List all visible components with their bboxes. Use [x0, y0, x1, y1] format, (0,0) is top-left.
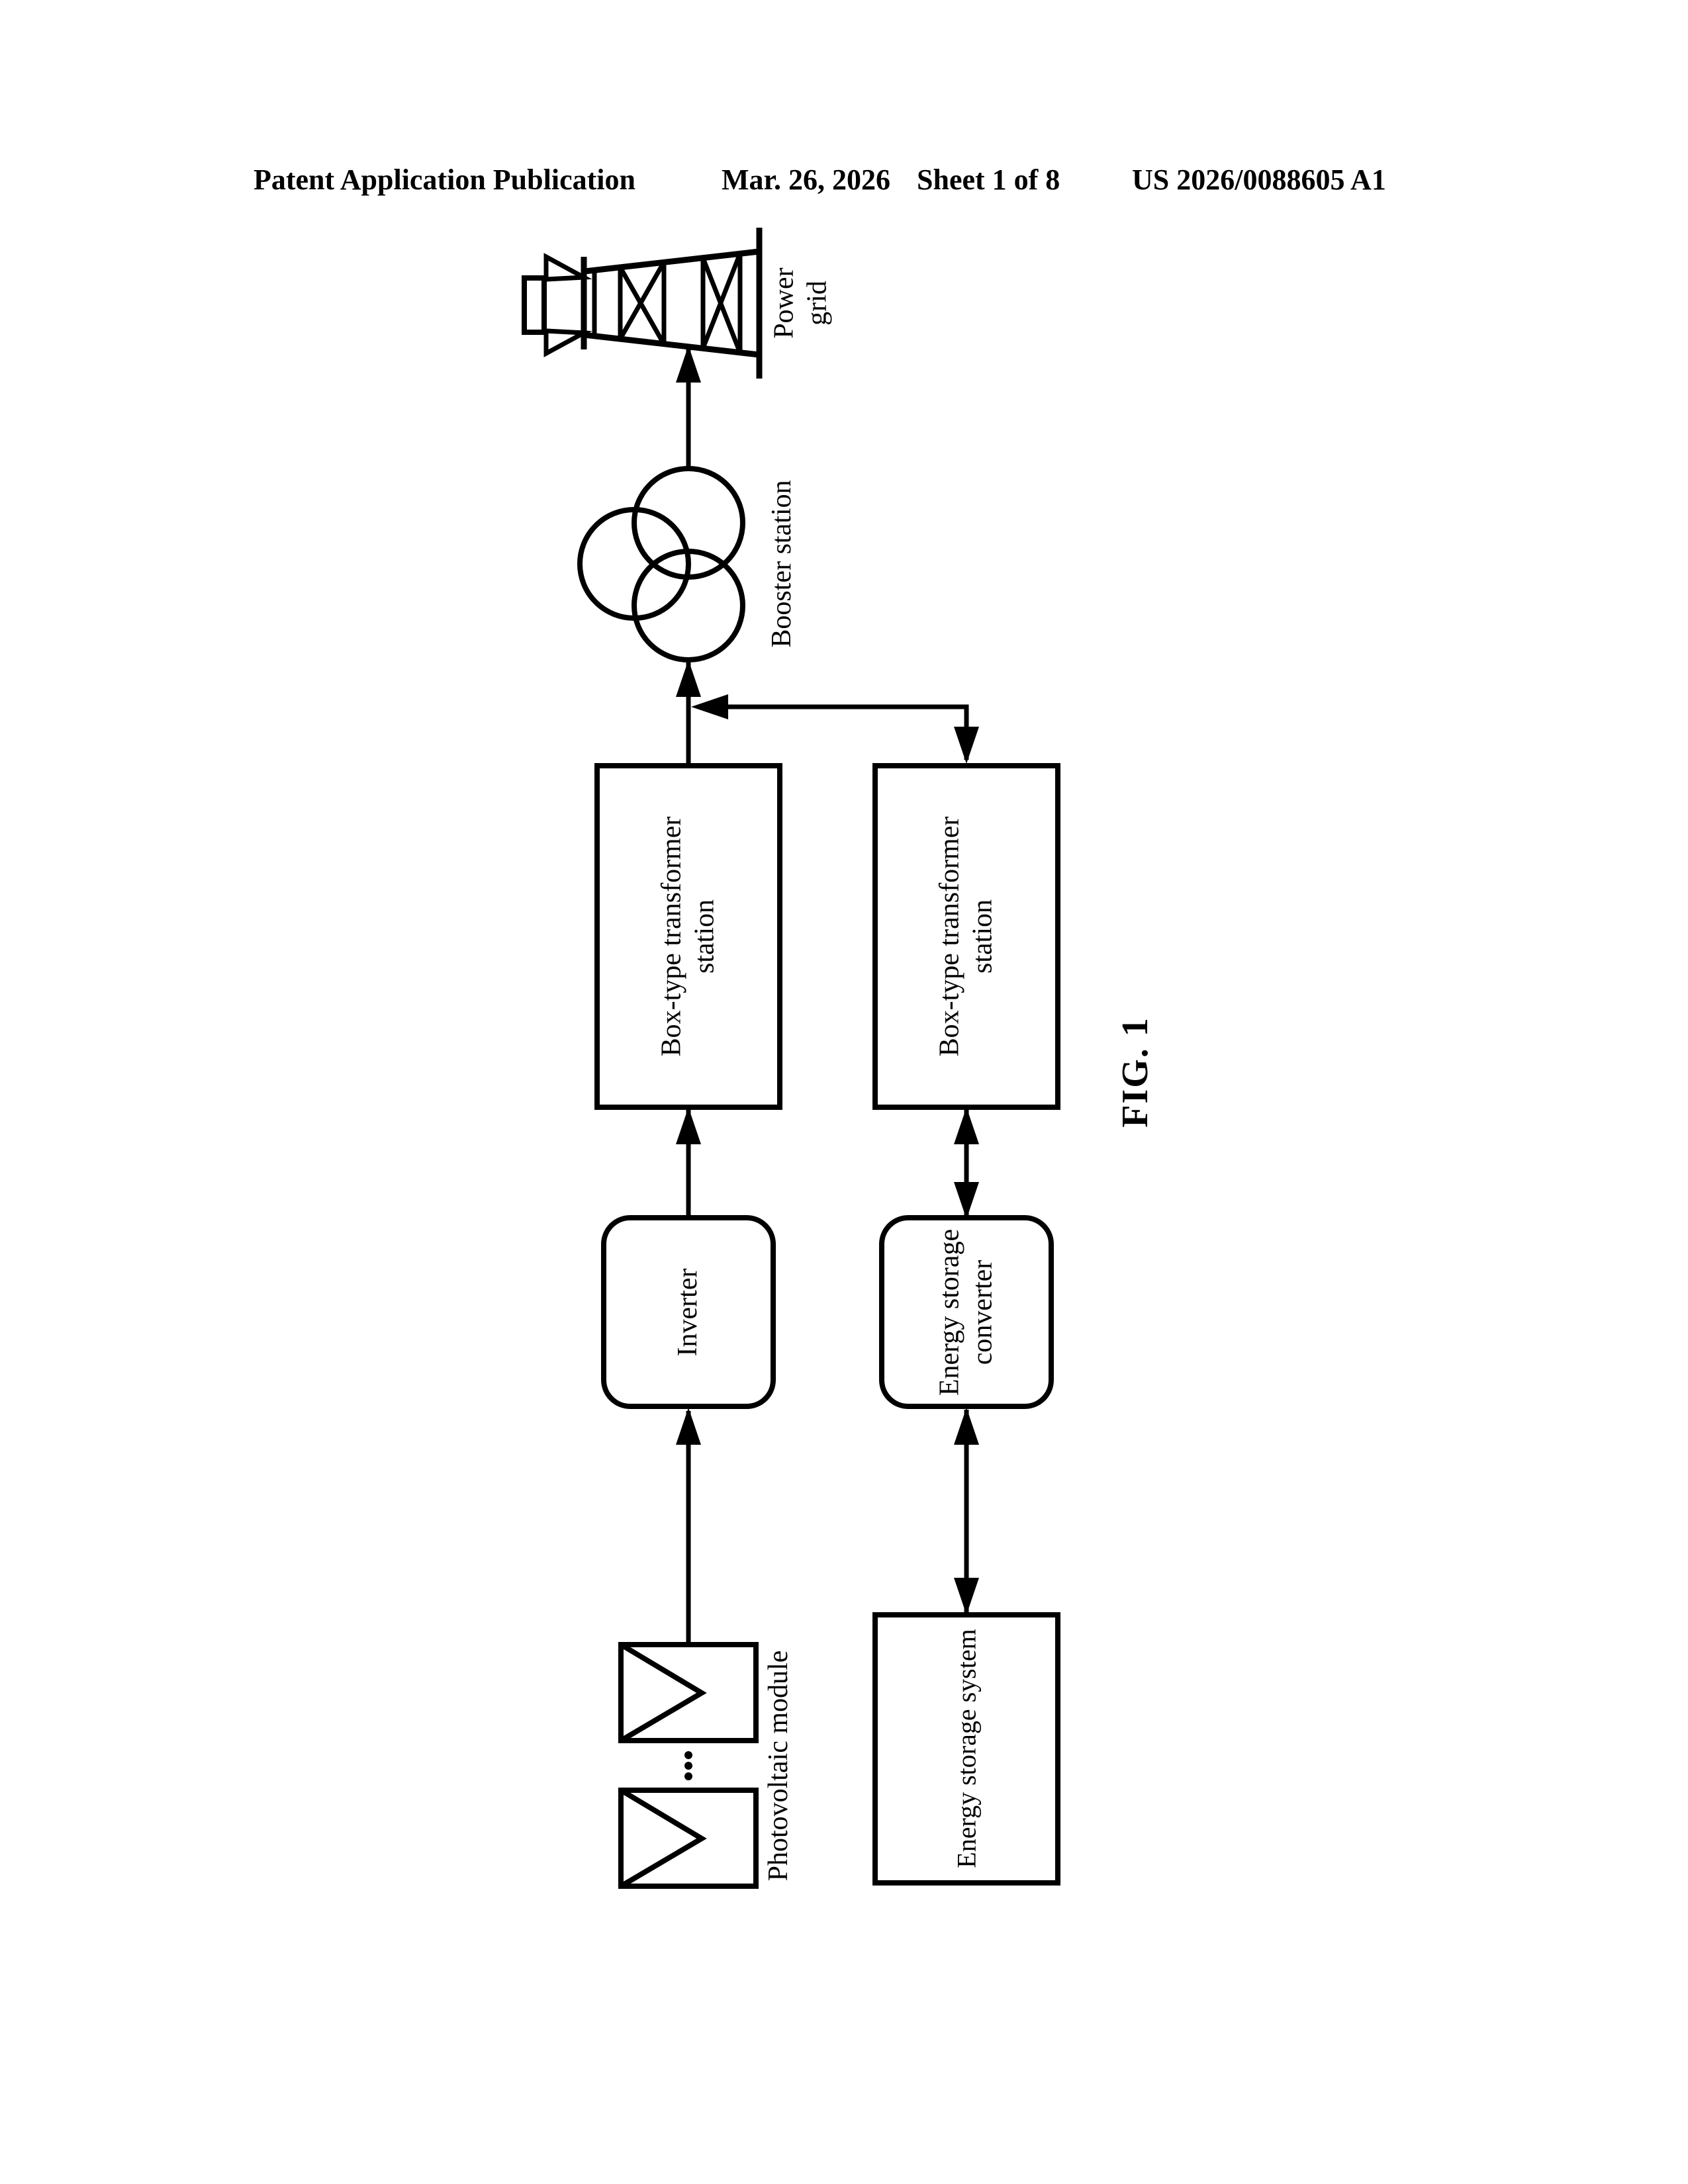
- arrow-converter-to-transformer: [954, 1107, 979, 1219]
- ellipsis-dots-icon: [684, 1751, 692, 1780]
- booster-station-label: Booster station: [767, 480, 798, 648]
- figure-1-block-diagram: Photovoltaic module Inverter Box-type tr…: [483, 225, 1185, 1933]
- arrow-transformer-to-booster: [676, 660, 701, 766]
- figure-caption: FIG. 1: [1115, 1017, 1156, 1128]
- diagram-shapes: [522, 228, 1060, 1889]
- arrow-pv-to-inverter: [676, 1408, 701, 1645]
- arrow-booster-to-grid: [676, 345, 701, 469]
- power-grid-label: Power grid: [769, 267, 832, 339]
- arrow-inverter-to-transformer: [676, 1107, 701, 1218]
- arrow-storage-to-converter: [954, 1408, 979, 1615]
- header-date: Mar. 26, 2026: [722, 163, 891, 196]
- inverter-label: Inverter: [673, 1268, 704, 1357]
- power-grid-tower-icon: [522, 228, 763, 379]
- branch-storage-to-mainline: [691, 694, 979, 764]
- header-patent-number: US 2026/0088605 A1: [1132, 163, 1386, 196]
- header-publication: Patent Application Publication: [254, 163, 635, 196]
- box-transformer-storage-box: [872, 763, 1060, 1110]
- pv-module-symbols: [618, 1642, 759, 1889]
- header-sheet-number: Sheet 1 of 8: [917, 163, 1060, 196]
- energy-storage-system-label: Energy storage system: [951, 1629, 982, 1868]
- energy-storage-converter-label: Energy storage converter: [934, 1228, 998, 1396]
- box-transformer-main-label: Box-type transformer station: [656, 816, 720, 1057]
- box-transformer-storage-label: Box-type transformer station: [934, 816, 998, 1057]
- booster-station-circles-icon: [577, 466, 745, 662]
- photovoltaic-module-label: Photovoltaic module: [763, 1650, 794, 1882]
